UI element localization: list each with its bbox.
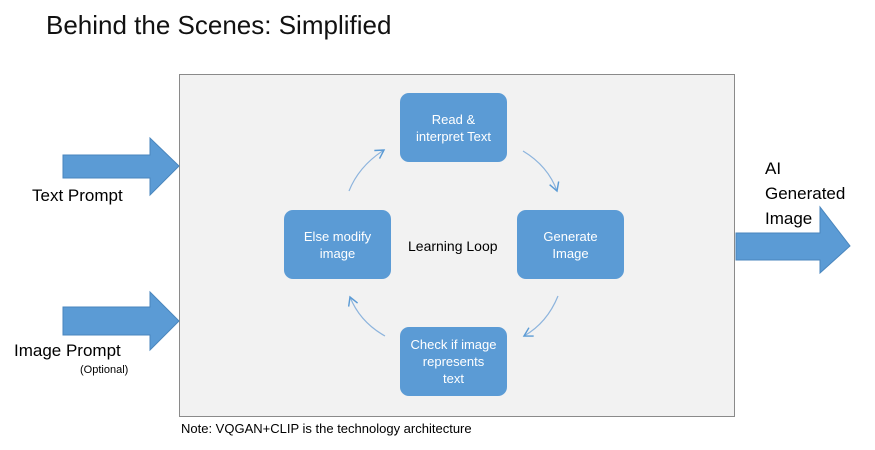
- loop-arrow-check-to-else: [347, 295, 386, 337]
- image-prompt-arrow: [62, 290, 180, 352]
- step-label: image: [319, 245, 356, 261]
- architecture-note: Note: VQGAN+CLIP is the technology archi…: [181, 421, 472, 436]
- loop-arrow-else-to-read: [348, 149, 386, 192]
- step-label: Check if image: [410, 337, 497, 352]
- output-label-line: AI: [765, 159, 782, 178]
- output-label-line: Generated: [765, 184, 846, 203]
- output-label: AI Generated Image: [765, 156, 845, 231]
- step-check-image: Check if image represents text: [400, 327, 507, 396]
- step-label: Generate: [543, 228, 598, 244]
- step-label: interpret Text: [416, 128, 491, 144]
- step-label: text: [443, 371, 464, 386]
- optional-label: (Optional): [80, 364, 129, 376]
- step-label: Else modify: [303, 228, 372, 244]
- diagram-title: Behind the Scenes: Simplified: [46, 10, 392, 40]
- step-read-interpret-text: Read &interpret Text: [400, 93, 507, 162]
- text-prompt-label: Text Prompt: [32, 186, 123, 205]
- step-label: Image: [552, 245, 589, 261]
- step-label: represents: [422, 354, 485, 369]
- loop-arrow-read-to-generate: [522, 150, 560, 193]
- image-prompt-label: Image Prompt: [14, 341, 121, 360]
- text-prompt-arrow: [62, 136, 180, 197]
- loop-arrow-generate-to-check: [522, 295, 559, 337]
- output-arrow: [735, 205, 851, 275]
- step-label: Read &: [431, 111, 476, 127]
- output-label-line: Image: [765, 209, 813, 228]
- learning-loop-label: Learning Loop: [408, 238, 498, 254]
